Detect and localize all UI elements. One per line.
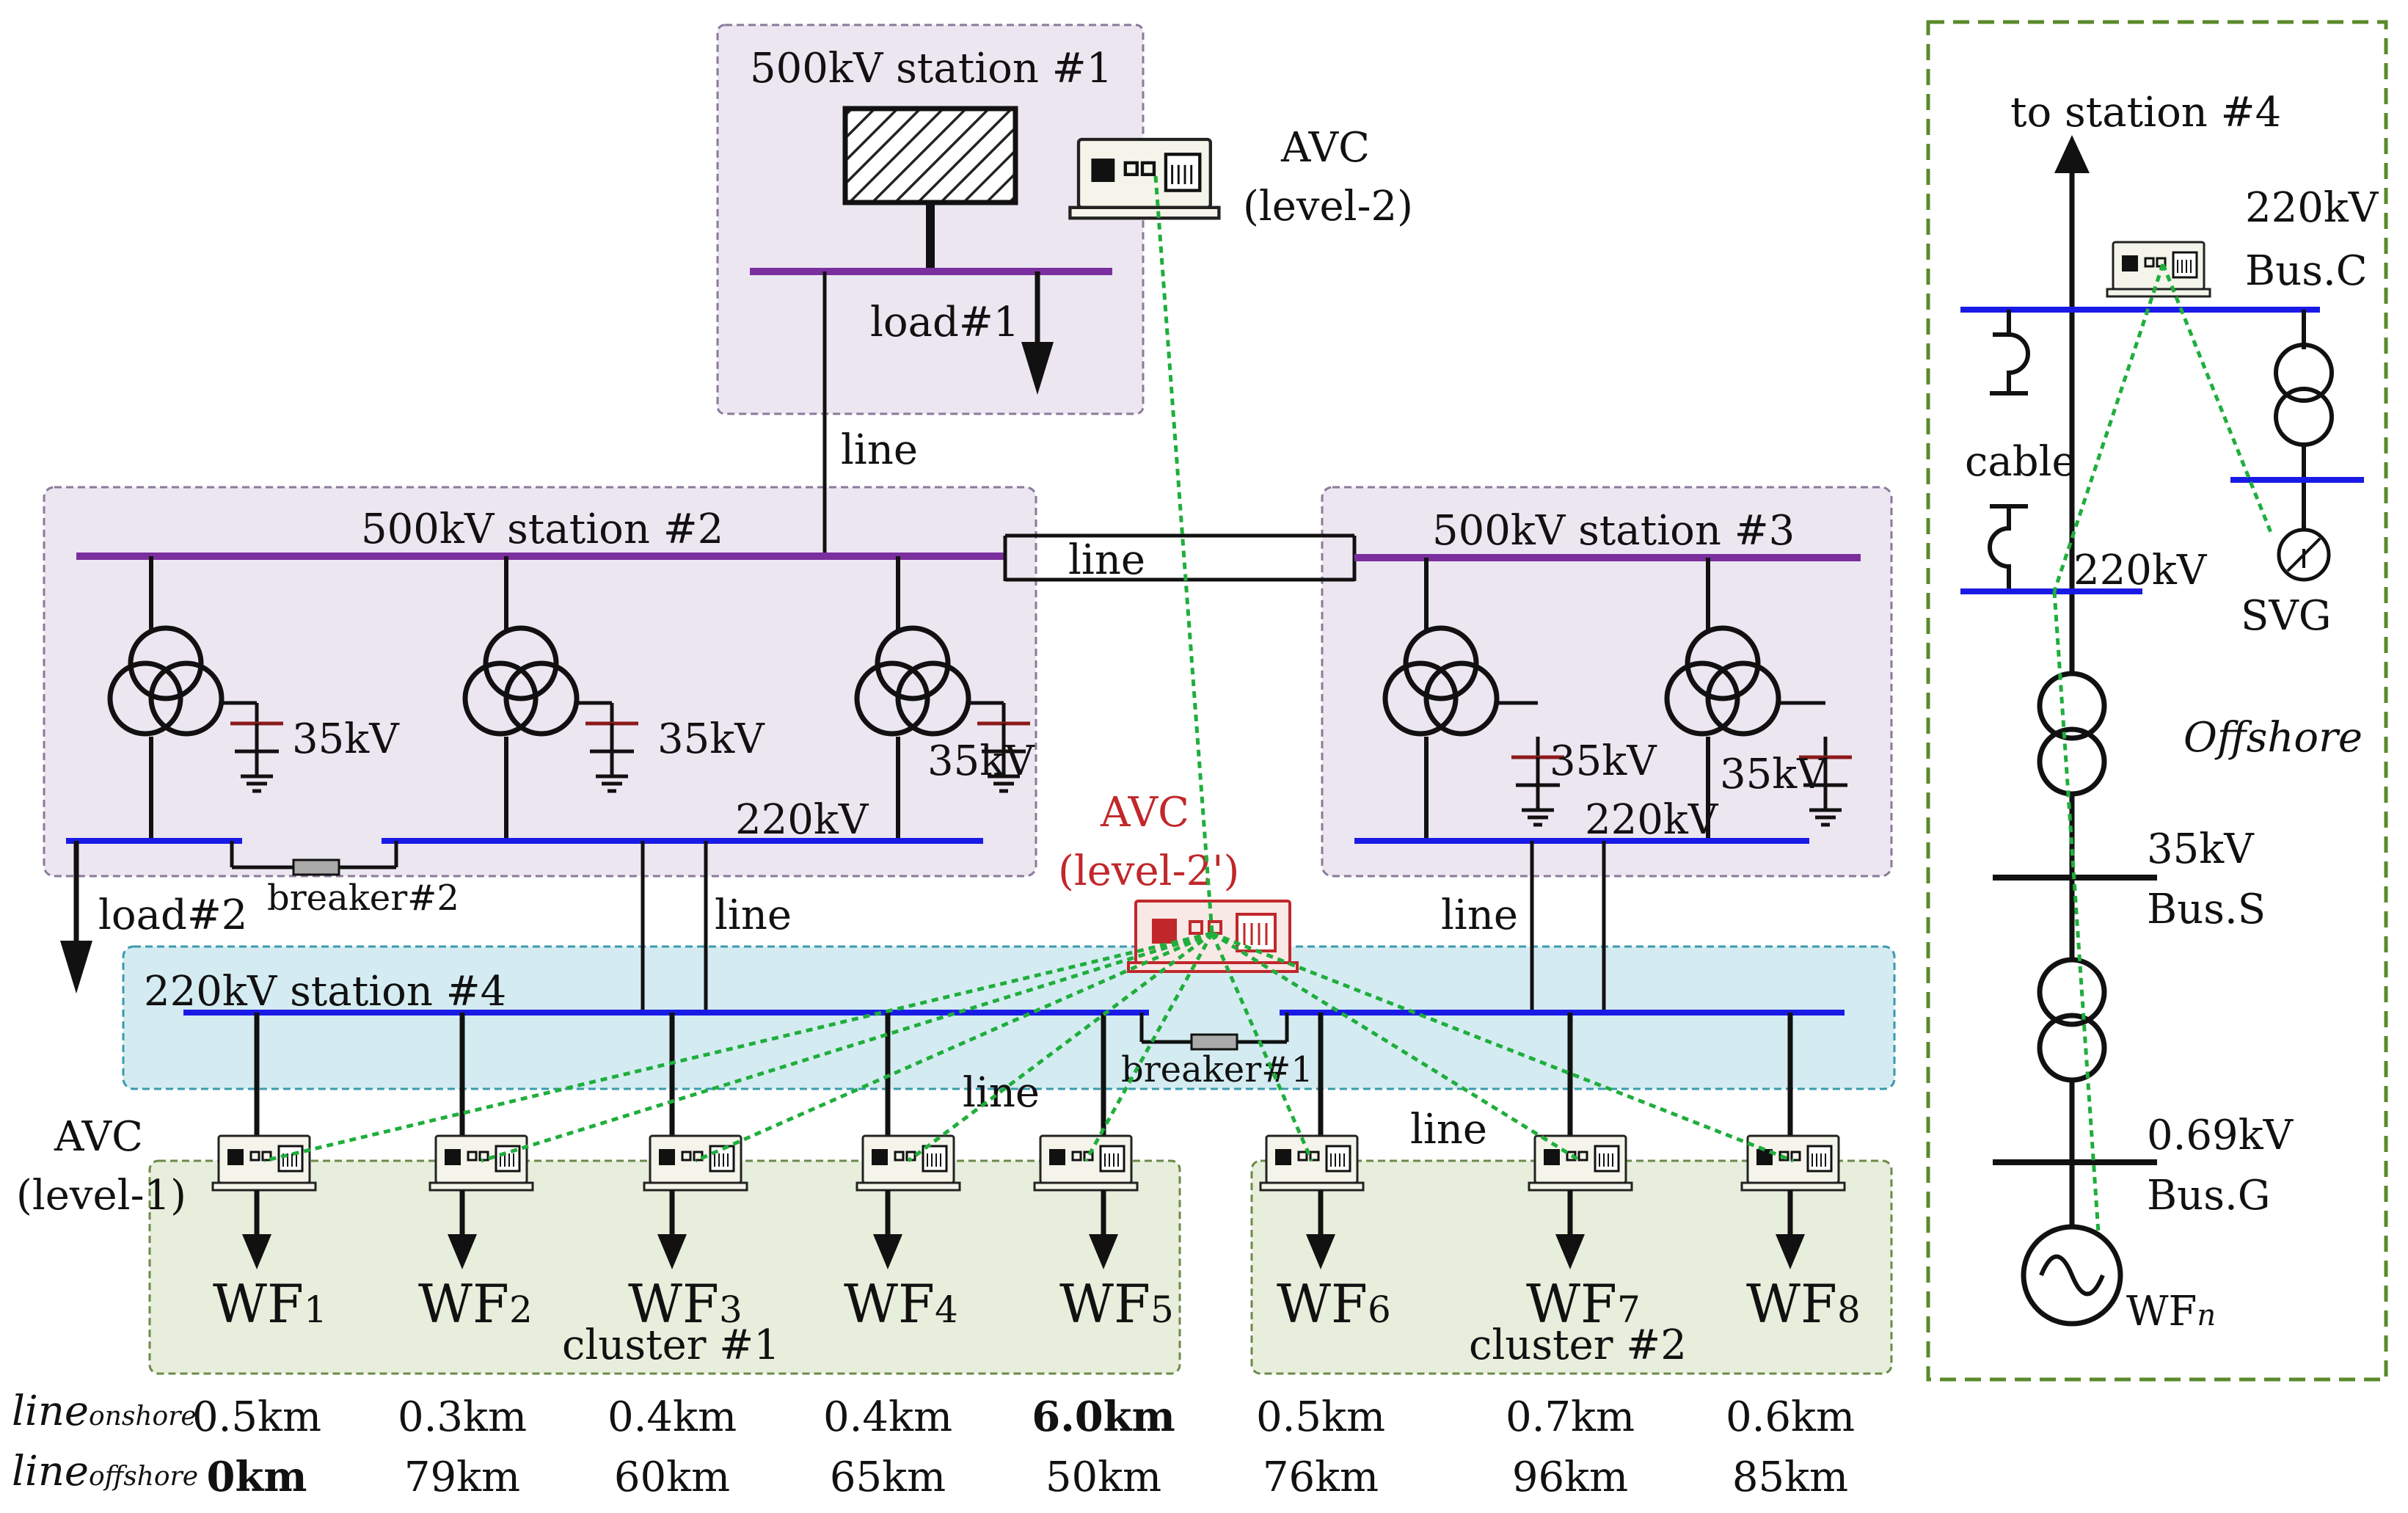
onshore-distance-5: 6.0km	[1032, 1393, 1175, 1441]
breaker-1-label: breaker#1	[1121, 1049, 1313, 1090]
kv220-offshore-label: 220kV	[2073, 547, 2208, 594]
wf-n-label: WFn	[2126, 1288, 2216, 1335]
cable-label: cable	[1965, 438, 2076, 486]
kv35-label-2: 35kV	[657, 715, 765, 763]
kv220-label-s3: 220kV	[1585, 796, 1719, 844]
avc-level-2-title: AVC	[1280, 124, 1370, 172]
to-station-4-label: to station #4	[2010, 89, 2281, 136]
wind-farm-labels: WF1 WF2 WF3 WF4 WF5 WF6 WF7 WF8	[213, 1273, 1861, 1335]
onshore-distance-3: 0.4km	[608, 1393, 737, 1441]
kv220-label-s2: 220kV	[735, 796, 869, 844]
wind-farm-label-5: WF5	[1059, 1273, 1174, 1335]
offshore-distance-1: 0km	[206, 1453, 307, 1501]
generator-hatched	[842, 106, 1018, 205]
svg-device-symbol	[2277, 528, 2331, 582]
onshore-distance-7: 0.7km	[1506, 1393, 1635, 1441]
line-onshore-row-label: lineonshore	[12, 1388, 197, 1435]
bus-c-kv-label: 220kV	[2245, 184, 2379, 232]
wind-generator-symbol	[2021, 1224, 2123, 1327]
onshore-distance-8: 0.6km	[1726, 1393, 1855, 1441]
communication-links	[263, 175, 1794, 1163]
station-3-box	[1321, 486, 1893, 878]
wind-farm-label-8: WF8	[1746, 1273, 1861, 1335]
station-1-title: 500kV station #1	[750, 45, 1112, 92]
load-2-label: load#2	[98, 892, 247, 939]
offshore-label: Offshore	[2183, 714, 2363, 762]
onshore-distance-4: 0.4km	[823, 1393, 952, 1441]
distance-table: lineonshore lineoffshore 0.5km 0.3km 0.4km 0.…	[12, 1388, 1855, 1501]
offshore-distance-3: 60km	[614, 1454, 730, 1501]
wind-farm-label-1: WF1	[213, 1273, 327, 1335]
breaker-2	[292, 858, 340, 876]
line-label-s1-s2: line	[841, 426, 918, 474]
kv35-label-4: 35kV	[1550, 737, 1657, 785]
cable-symbol-bottom	[1988, 504, 2028, 591]
bus-g-label: Bus.G	[2147, 1172, 2271, 1219]
bus-c-label: Bus.C	[2245, 247, 2368, 295]
line-label-s2-s4: line	[715, 892, 792, 939]
wind-farm-label-3: WF3	[628, 1273, 743, 1335]
offshore-distance-7: 96km	[1512, 1454, 1628, 1501]
offshore-distance-4: 65km	[830, 1454, 946, 1501]
avc-level-2p-sub: (level-2')	[1058, 847, 1239, 895]
onshore-distance-6: 0.5km	[1256, 1393, 1385, 1441]
offshore-distance-8: 85km	[1732, 1454, 1848, 1501]
offshore-distance-2: 79km	[404, 1454, 520, 1501]
avc-level-2p-title: AVC	[1100, 789, 1189, 836]
wind-farm-label-7: WF7	[1526, 1273, 1641, 1335]
load-2-arrow	[60, 941, 92, 994]
avc-level-2-sub: (level-2)	[1243, 183, 1413, 230]
kv35-label-5: 35kV	[1720, 751, 1828, 798]
wind-farm-label-6: WF6	[1277, 1273, 1391, 1335]
cluster-2-label: cluster #2	[1469, 1321, 1687, 1369]
load-1-arrow	[1021, 342, 1054, 395]
bus-g-kv-label: 0.69kV	[2147, 1112, 2294, 1159]
station-2-box	[43, 486, 1037, 878]
kv35-label-1: 35kV	[292, 715, 400, 763]
avc-level-1-sub: (level-1)	[16, 1172, 186, 1219]
wind-farm-label-4: WF4	[844, 1273, 958, 1335]
avc-level-1-title: AVC	[54, 1113, 143, 1161]
bus-s-label: Bus.S	[2147, 886, 2266, 933]
onshore-distance-1: 0.5km	[192, 1393, 321, 1441]
station-4-box	[122, 945, 1896, 1090]
bus-s-kv-label: 35kV	[2147, 825, 2255, 873]
line-label-cluster-2: line	[1410, 1106, 1487, 1153]
line-label-s2-s3: line	[1068, 536, 1145, 584]
offshore-communication-links	[2052, 263, 2274, 1233]
breaker-1	[1190, 1033, 1238, 1051]
avc-level-2-device	[1070, 139, 1219, 218]
line-label-s3-s4: line	[1441, 892, 1518, 939]
onshore-distance-2: 0.3km	[398, 1393, 527, 1441]
station-4-title: 220kV station #4	[144, 968, 506, 1016]
wind-farm-label-2: WF2	[418, 1273, 533, 1335]
svg-label: SVG	[2241, 592, 2332, 640]
cable-symbol-top	[1990, 310, 2030, 395]
avc-offshore-device	[2106, 241, 2211, 298]
breaker-2-label: breaker#2	[267, 878, 459, 919]
cluster-1-label: cluster #1	[562, 1321, 780, 1369]
line-offshore-row-label: lineoffshore	[12, 1448, 198, 1495]
station-3-title: 500kV station #3	[1432, 507, 1795, 555]
load-1-label: load#1	[870, 299, 1019, 346]
kv35-label-3: 35kV	[927, 737, 1035, 785]
offshore-distance-6: 76km	[1263, 1454, 1379, 1501]
offshore-distance-5: 50km	[1046, 1454, 1161, 1501]
to-station-arrow	[2054, 135, 2090, 173]
station-2-title: 500kV station #2	[361, 506, 723, 553]
